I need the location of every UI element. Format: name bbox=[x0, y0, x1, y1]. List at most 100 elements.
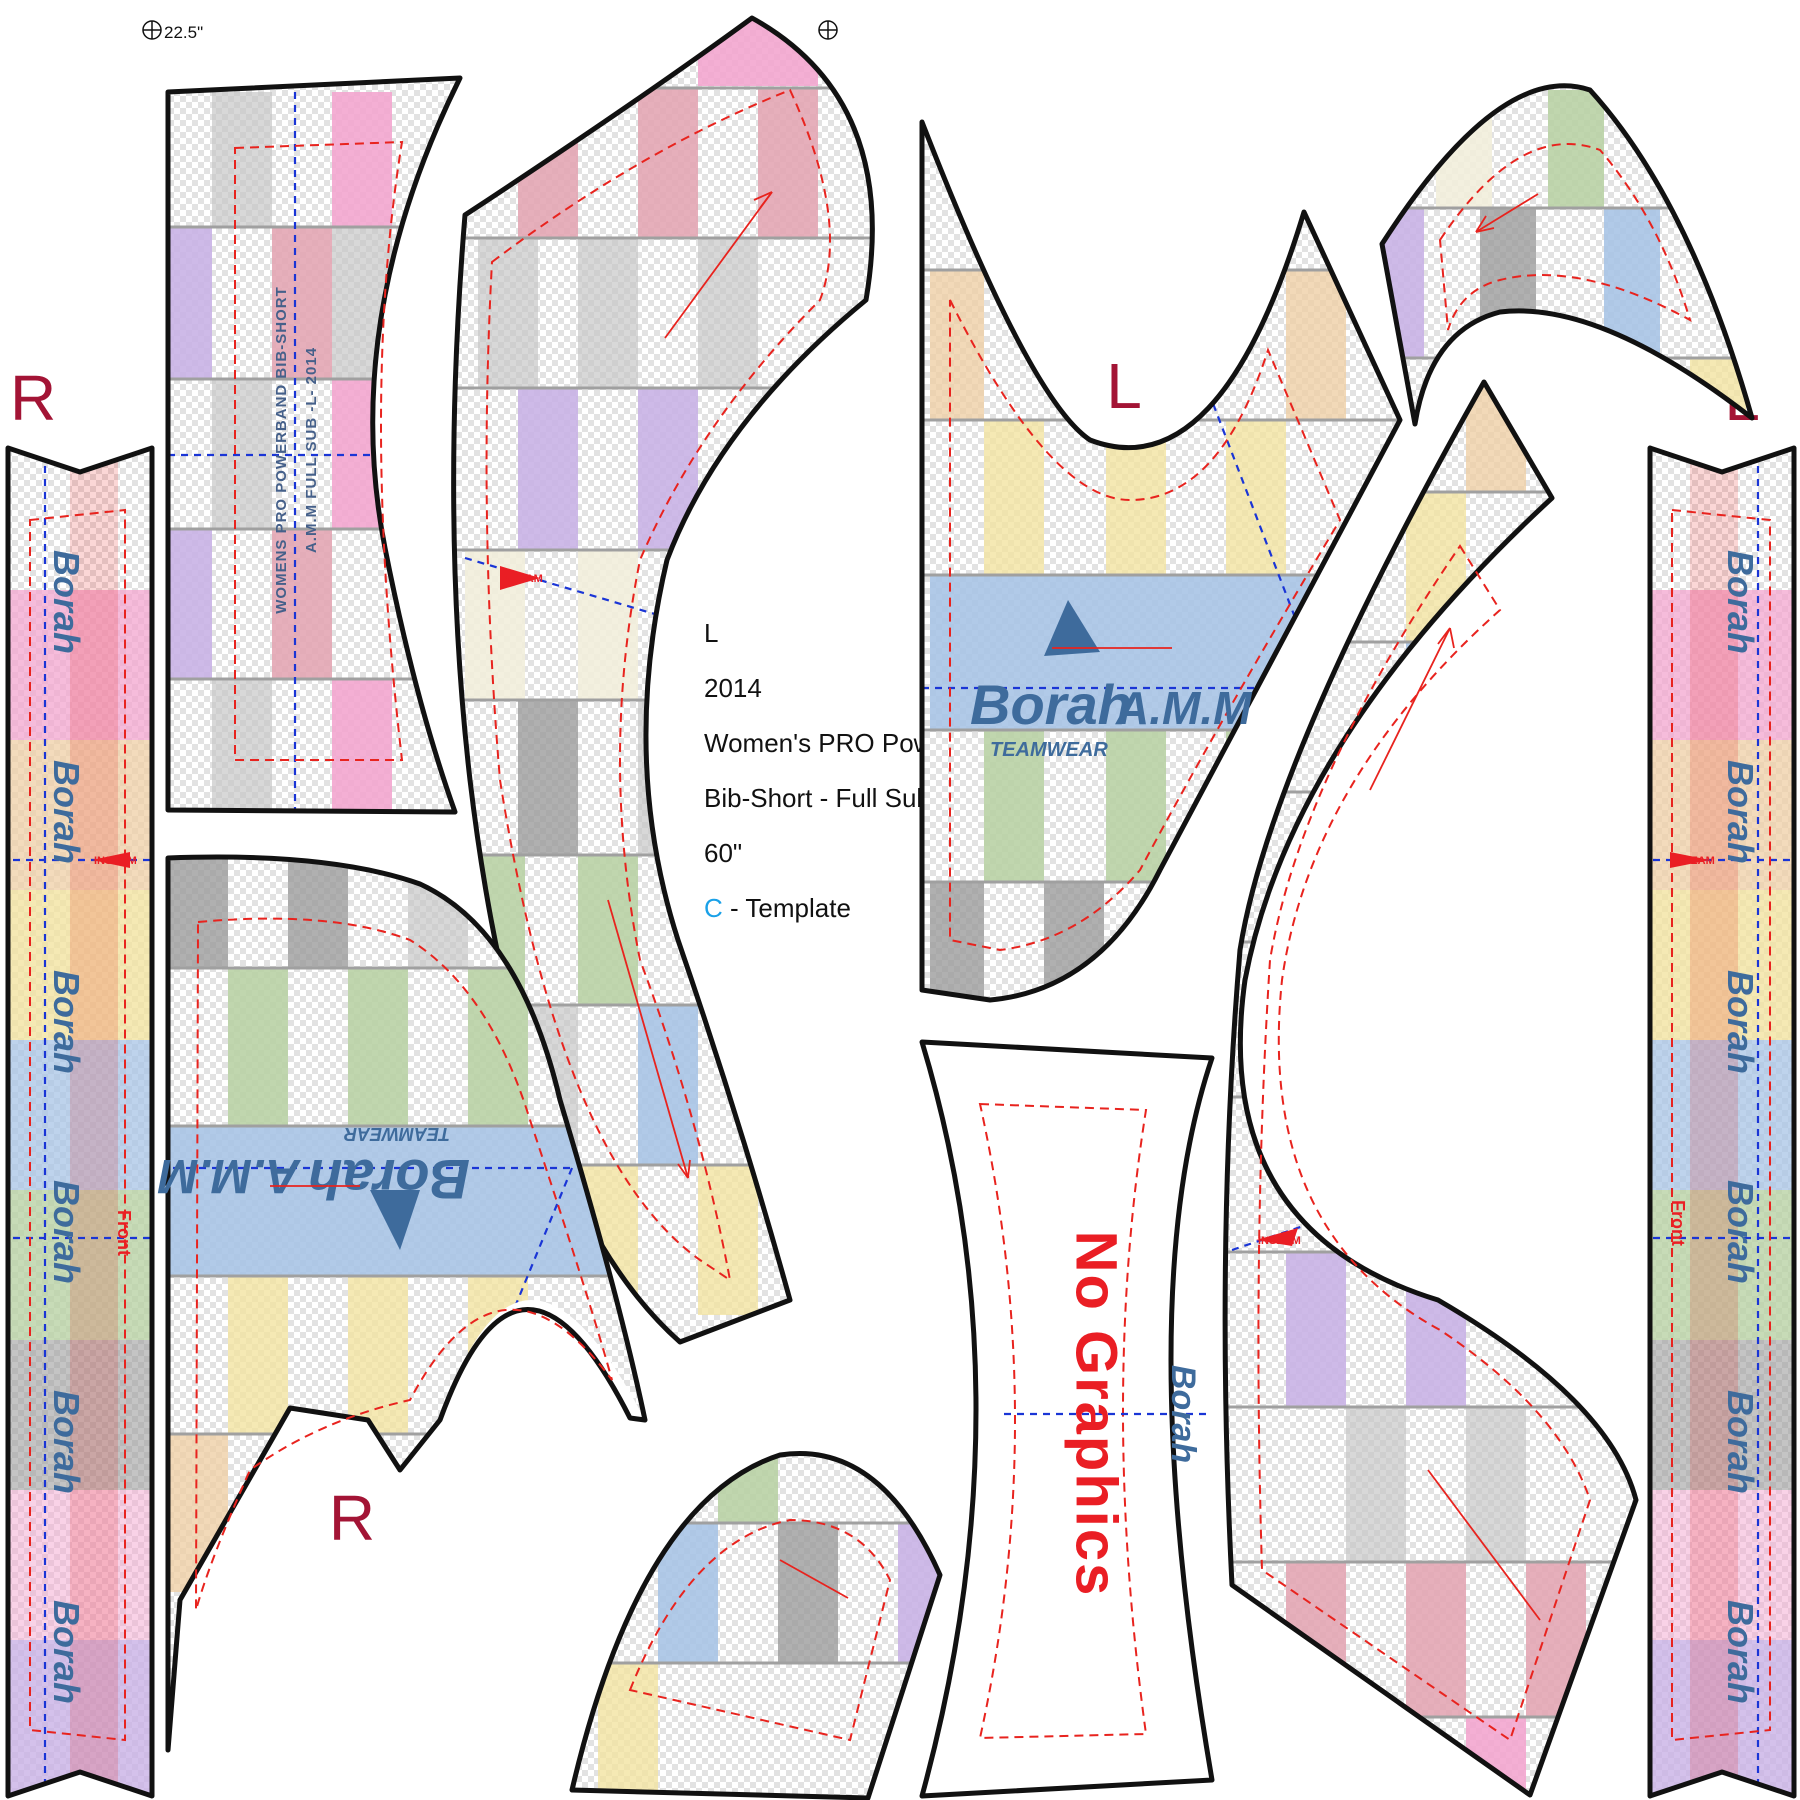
left-side-strip: Borah Borah Borah Borah Borah Borah INSE… bbox=[5, 445, 155, 1799]
svg-text:Borah: Borah bbox=[1720, 970, 1761, 1074]
color-tile bbox=[8, 1490, 152, 1640]
color-tile bbox=[1286, 1252, 1346, 1407]
color-tile bbox=[638, 1005, 698, 1165]
color-tile bbox=[1106, 730, 1166, 882]
borah-logo: Borah A.M.M TEAMWEAR bbox=[970, 600, 1253, 761]
color-tile bbox=[1436, 90, 1492, 208]
inseam-marker: INSEAM bbox=[92, 852, 137, 868]
svg-text:A.M.M: A.M.M bbox=[158, 1149, 301, 1202]
no-graphics-piece: No Graphics Borah bbox=[919, 1039, 1215, 1799]
color-tile bbox=[8, 1040, 152, 1190]
color-tile bbox=[1346, 1097, 1406, 1252]
color-tile bbox=[718, 1455, 778, 1523]
svg-text:WOMENS PRO POWERBAND BIB-SHORT: WOMENS PRO POWERBAND BIB-SHORT bbox=[273, 286, 290, 614]
color-tile bbox=[1406, 1562, 1466, 1717]
borah-small-logo: Borah bbox=[1164, 1365, 1202, 1463]
color-tile bbox=[348, 1276, 408, 1434]
svg-text:Borah: Borah bbox=[46, 1390, 87, 1494]
color-tile bbox=[518, 388, 578, 550]
svg-text:Borah: Borah bbox=[46, 550, 87, 654]
color-tile bbox=[288, 858, 348, 968]
info-product-line2: Bib-Short - Full Sub bbox=[704, 783, 931, 813]
color-tile bbox=[984, 730, 1044, 882]
svg-text:INSEAM: INSEAM bbox=[1672, 855, 1715, 867]
svg-text:Borah: Borah bbox=[46, 970, 87, 1074]
inseam-marker: INSEAM bbox=[1670, 852, 1715, 868]
color-tile bbox=[698, 1165, 758, 1315]
dimension-label: 22.5" bbox=[164, 23, 203, 42]
registration-target-icon bbox=[818, 20, 838, 40]
info-size: L bbox=[704, 618, 718, 648]
color-tile bbox=[1406, 1252, 1466, 1407]
color-tile bbox=[8, 890, 152, 1040]
svg-text:Borah: Borah bbox=[970, 673, 1132, 736]
color-tile bbox=[1548, 90, 1604, 208]
color-tile bbox=[1466, 1407, 1526, 1562]
color-tile bbox=[518, 88, 578, 238]
right-side-strip: Borah Borah Borah Borah Borah Borah INSE… bbox=[1647, 445, 1797, 1799]
bottom-piece bbox=[569, 1451, 943, 1800]
color-tile bbox=[168, 858, 228, 968]
piece-label-l: L bbox=[1106, 350, 1142, 422]
color-tile bbox=[228, 1276, 288, 1434]
color-tile bbox=[984, 420, 1044, 575]
color-tile bbox=[898, 1523, 940, 1663]
front-tag: Front bbox=[1668, 1200, 1688, 1246]
top-right-piece bbox=[1379, 83, 1755, 427]
svg-text:INSEAM: INSEAM bbox=[1258, 1235, 1301, 1247]
svg-text:A.M.M FULL SUB -L- 2014: A.M.M FULL SUB -L- 2014 bbox=[303, 347, 320, 553]
color-tile bbox=[778, 1523, 838, 1663]
front-tag: Front bbox=[114, 1210, 134, 1256]
color-tile bbox=[1166, 882, 1226, 1000]
svg-text:Borah: Borah bbox=[1720, 760, 1761, 864]
svg-text:Borah: Borah bbox=[1720, 1390, 1761, 1494]
color-tile bbox=[518, 700, 578, 855]
svg-text:Borah: Borah bbox=[46, 760, 87, 864]
color-tile bbox=[930, 270, 984, 420]
svg-text:TEAMWEAR: TEAMWEAR bbox=[990, 739, 1108, 761]
color-tile bbox=[168, 529, 212, 679]
back-panel: WOMENS PRO POWERBAND BIB-SHORT A.M.M FUL… bbox=[165, 75, 463, 815]
inseam-marker: INSEAM bbox=[500, 566, 543, 590]
color-tile bbox=[212, 92, 272, 227]
color-tile bbox=[1604, 208, 1660, 358]
svg-text:Borah: Borah bbox=[1720, 550, 1761, 654]
color-tile bbox=[332, 679, 392, 810]
color-tile bbox=[1286, 942, 1346, 1097]
color-tile bbox=[168, 227, 212, 379]
piece-label-r: R bbox=[10, 362, 56, 434]
inseam-marker: INSEAM bbox=[1256, 1228, 1301, 1247]
side-brand-logo: Borah Borah Borah Borah Borah Borah bbox=[46, 550, 87, 1704]
color-tile bbox=[638, 388, 698, 550]
svg-text:Borah: Borah bbox=[46, 1600, 87, 1704]
panel-print-text: WOMENS PRO POWERBAND BIB-SHORT A.M.M FUL… bbox=[273, 286, 320, 614]
color-tile bbox=[272, 529, 332, 679]
svg-text:TEAMWEAR: TEAMWEAR bbox=[344, 1124, 450, 1144]
dimension-marker: 22.5" bbox=[142, 20, 203, 42]
color-tile bbox=[1526, 1562, 1586, 1717]
color-tile bbox=[272, 227, 332, 379]
color-tile bbox=[578, 238, 638, 388]
svg-text:A.M.M: A.M.M bbox=[1115, 682, 1253, 734]
svg-text:INSEAM: INSEAM bbox=[94, 855, 137, 867]
color-tile bbox=[1406, 642, 1466, 792]
piece-label-r: R bbox=[329, 1482, 375, 1554]
info-template: C - Template bbox=[704, 893, 851, 923]
color-tile bbox=[698, 238, 758, 388]
color-tile bbox=[638, 88, 698, 238]
color-tile bbox=[1226, 420, 1286, 575]
color-tile bbox=[578, 550, 638, 700]
color-tile bbox=[212, 679, 272, 810]
color-tile bbox=[528, 1434, 588, 1592]
color-tile bbox=[758, 88, 818, 238]
front-panel-left: Borah A.M.M TEAMWEAR bbox=[919, 119, 1403, 1003]
color-tile bbox=[1286, 270, 1346, 420]
svg-text:Borah: Borah bbox=[308, 1148, 470, 1211]
side-brand-logo: Borah Borah Borah Borah Borah Borah bbox=[1720, 550, 1761, 1704]
color-tile bbox=[8, 590, 152, 740]
color-tile bbox=[332, 92, 392, 227]
svg-text:Borah: Borah bbox=[1164, 1365, 1202, 1463]
info-year: 2014 bbox=[704, 673, 762, 703]
color-tile bbox=[468, 1276, 528, 1434]
